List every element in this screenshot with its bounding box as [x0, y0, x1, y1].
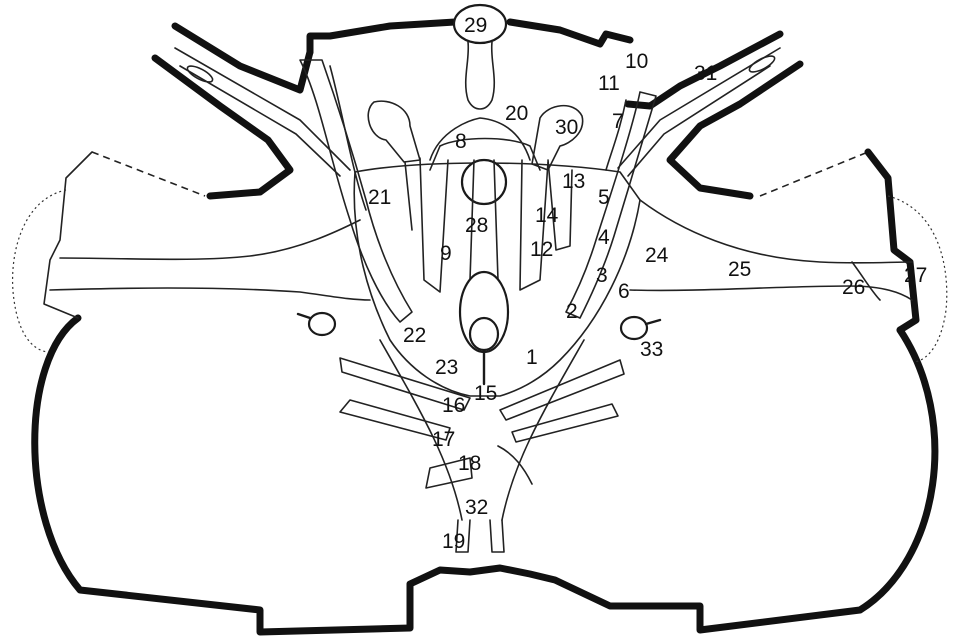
right-flank	[868, 152, 916, 330]
labels: 29 10 11 31 20 30 7 8 13 21 5 14 28 4 12…	[368, 14, 927, 553]
ring-23	[470, 318, 498, 350]
label-11: 11	[598, 72, 620, 95]
label-33: 33	[640, 338, 663, 361]
left-dotted-edge	[13, 190, 66, 352]
label-5: 5	[598, 186, 610, 209]
label-22: 22	[403, 324, 426, 347]
label-2: 2	[566, 300, 578, 323]
vessel-9-left	[420, 158, 448, 292]
spiracle-right	[621, 317, 660, 339]
transverse-band-upper-right	[640, 200, 912, 263]
label-25: 25	[728, 258, 751, 281]
upper-head-outline-right	[510, 22, 630, 44]
label-17: 17	[432, 428, 455, 451]
label-21: 21	[368, 186, 391, 209]
stalk-29	[466, 42, 495, 109]
right-dashed-margin	[760, 152, 868, 196]
branches-lower	[340, 358, 624, 488]
label-16: 16	[442, 394, 465, 417]
club-21	[368, 101, 420, 162]
transverse-band-lower	[50, 288, 370, 300]
duct-21-22	[300, 60, 412, 322]
label-32: 32	[465, 496, 488, 519]
label-12: 12	[530, 238, 553, 261]
label-30: 30	[555, 116, 578, 139]
label-13: 13	[562, 170, 585, 193]
label-27: 27	[904, 264, 927, 287]
duct-2-7	[566, 92, 656, 318]
label-23: 23	[435, 356, 458, 379]
spiracle-left	[298, 313, 335, 335]
label-7: 7	[612, 110, 624, 133]
oval-28	[462, 160, 506, 204]
left-dashed-margin	[92, 152, 205, 196]
label-24: 24	[645, 244, 669, 267]
label-3: 3	[596, 264, 608, 287]
label-15: 15	[474, 382, 497, 405]
label-4: 4	[598, 226, 610, 249]
left-arm-tube-b	[180, 66, 340, 176]
label-14: 14	[535, 204, 559, 227]
left-arm-outline	[175, 26, 310, 90]
label-31: 31	[694, 62, 717, 85]
label-1: 1	[526, 346, 538, 369]
left-flank	[44, 152, 92, 318]
vessel-9-inner	[405, 162, 412, 230]
label-9: 9	[440, 242, 452, 265]
label-18: 18	[458, 452, 481, 475]
label-8: 8	[455, 130, 467, 153]
label-28: 28	[465, 214, 488, 237]
label-10: 10	[625, 50, 648, 73]
upper-head-outline	[310, 22, 455, 52]
transverse-band-upper	[60, 220, 360, 259]
label-19: 19	[442, 530, 465, 553]
label-29: 29	[464, 14, 487, 37]
label-6: 6	[618, 280, 630, 303]
label-26: 26	[842, 276, 865, 299]
label-20: 20	[505, 102, 528, 125]
